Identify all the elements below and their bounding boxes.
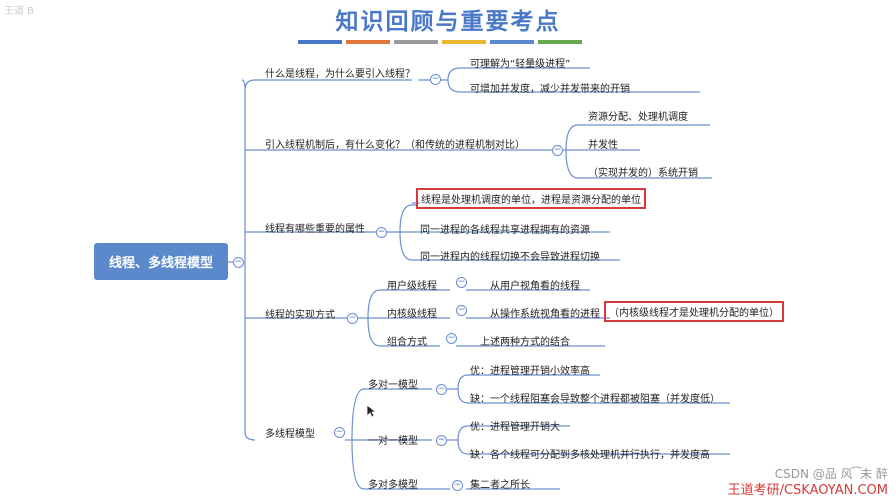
collapse-icon[interactable]: − [347,313,358,324]
node-resource-scheduling[interactable]: 资源分配、处理机调度 [588,112,688,123]
color-bar-4 [442,40,486,44]
node-lightweight-process[interactable]: 可理解为“轻量级进程” [470,59,571,70]
branch-properties[interactable]: 线程有哪些重要的属性 [265,224,365,235]
node-system-overhead[interactable]: （实现并发的）系统开销 [588,168,698,179]
branch-what-is-thread[interactable]: 什么是线程，为什么要引入线程？ [265,69,415,80]
node-increase-concurrency[interactable]: 可增加并发度，减少并发带来的开销 [470,84,630,95]
collapse-icon[interactable]: − [430,74,441,85]
node-many-to-one-con[interactable]: 缺：一个线程阻塞会导致整个进程都被阻塞（并发度低） [470,394,720,405]
collapse-icon[interactable]: − [233,257,244,268]
node-many-to-one[interactable]: 多对一模型 [368,380,418,391]
node-scheduling-unit-highlighted[interactable]: 线程是处理机调度的单位，进程是资源分配的单位 [416,188,646,209]
root-node[interactable]: 线程、多线程模型 [94,243,228,280]
node-kernel-level-thread[interactable]: 内核级线程 [387,309,437,320]
node-many-to-many-desc[interactable]: 集二者之所长 [470,480,530,491]
node-one-to-one-con[interactable]: 缺：各个线程可分配到多核处理机并行执行，并发度高 [470,450,710,461]
node-combination[interactable]: 组合方式 [387,337,427,348]
node-combination-desc[interactable]: 上述两种方式的结合 [480,337,570,348]
branch-implementation[interactable]: 线程的实现方式 [265,310,335,321]
collapse-icon[interactable]: − [334,427,345,438]
branch-multithread-models[interactable]: 多线程模型 [265,429,315,440]
color-bar-6 [538,40,582,44]
color-bar-5 [490,40,534,44]
note-kernel-thread-highlighted[interactable]: （内核级线程才是处理机分配的单位） [604,301,784,322]
node-concurrency[interactable]: 并发性 [588,140,618,151]
collapse-icon[interactable]: − [436,384,447,395]
node-no-process-switch[interactable]: 同一进程内的线程切换不会导致进程切换 [420,252,600,263]
mouse-cursor-icon [366,404,376,418]
watermark-csdn: CSDN @品 风 ͡ 未 醉 [774,467,888,481]
collapse-icon[interactable]: − [436,435,447,446]
node-one-to-one[interactable]: 一对一模型 [368,436,418,447]
watermark-cskaoyan: 王道考研/CSKAOYAN.COM [727,483,888,498]
branch-changes[interactable]: 引入线程机制后，有什么变化？（和传统的进程机制对比） [265,140,525,151]
collapse-icon[interactable]: − [456,277,467,288]
collapse-icon[interactable]: − [446,333,457,344]
color-bar-3 [394,40,438,44]
node-many-to-many[interactable]: 多对多模型 [368,480,418,491]
color-bar-2 [346,40,390,44]
collapse-icon[interactable]: − [456,305,467,316]
node-many-to-one-pro[interactable]: 优：进程管理开销小效率高 [470,366,590,377]
node-shared-resources[interactable]: 同一进程的各线程共享进程拥有的资源 [420,225,590,236]
collapse-icon[interactable]: − [376,227,387,238]
node-one-to-one-pro[interactable]: 优：进程管理开销大 [470,422,560,433]
node-os-view[interactable]: 从操作系统视角看的进程 [490,309,600,320]
collapse-icon[interactable]: − [552,145,563,156]
node-user-view[interactable]: 从用户视角看的线程 [490,281,580,292]
page-title: 知识回顾与重要考点 [335,9,561,35]
brand-logo: 王道 B [4,6,35,17]
color-bar-1 [298,40,342,44]
node-user-level-thread[interactable]: 用户级线程 [387,281,437,292]
collapse-icon[interactable]: − [452,480,463,491]
